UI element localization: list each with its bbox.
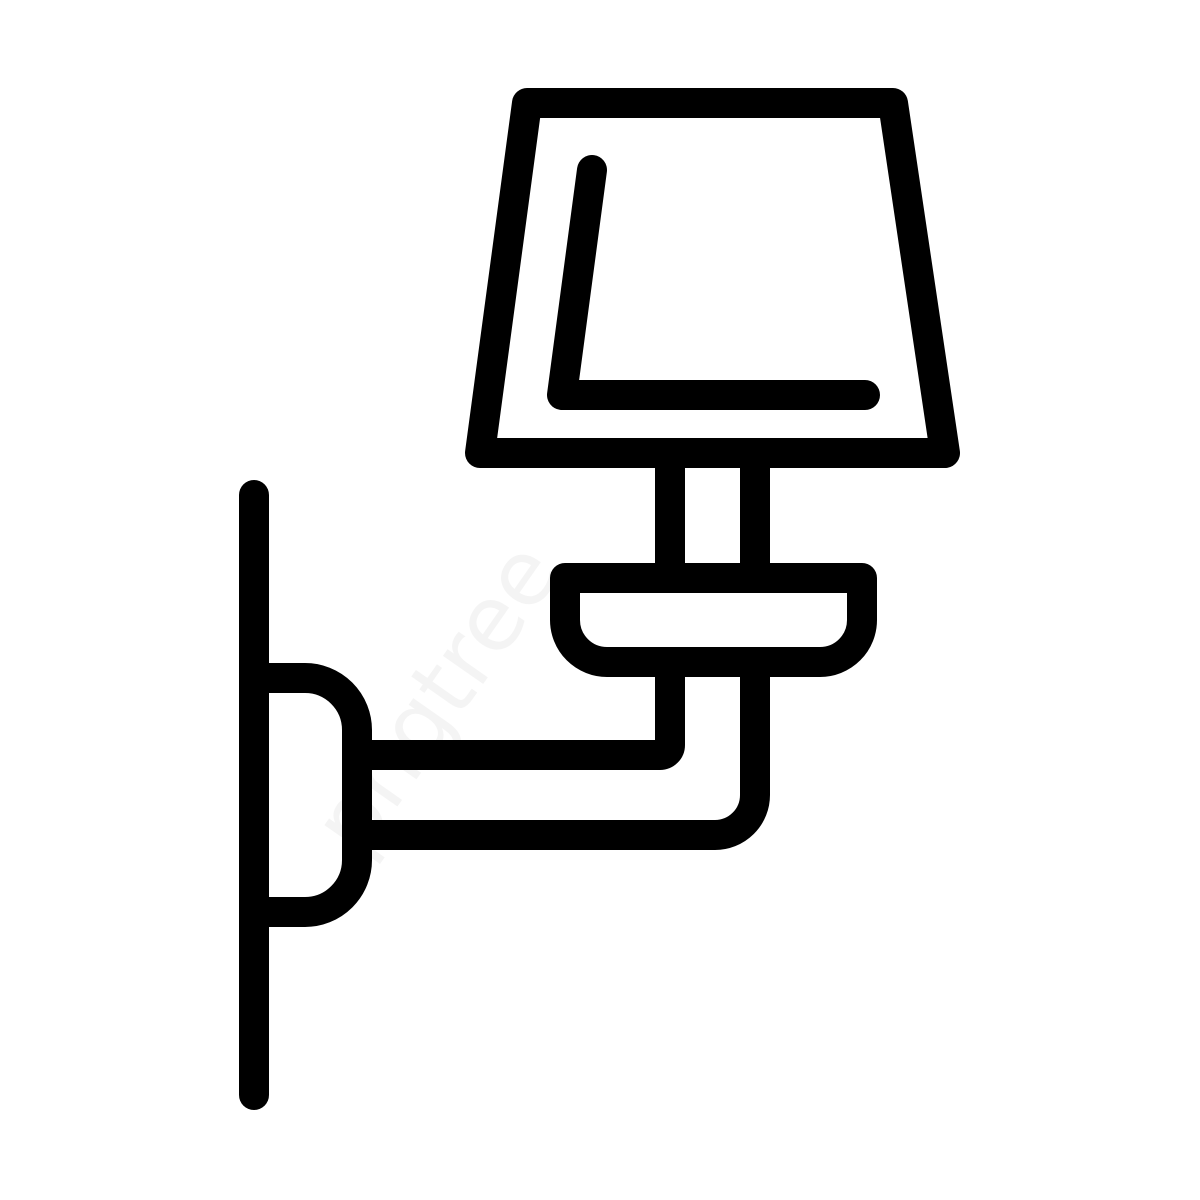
arm-lower-edge (357, 670, 770, 850)
shade-highlight (547, 155, 880, 410)
wall-mount (239, 663, 372, 927)
arm-upper-edge (357, 670, 685, 770)
lamp-shade (465, 88, 960, 468)
lamp-cup (550, 563, 877, 677)
